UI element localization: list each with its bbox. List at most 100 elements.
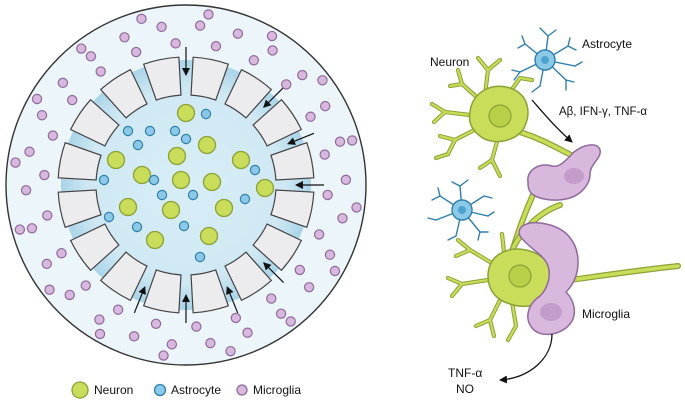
microglia-cell [14, 224, 26, 235]
microglia-cell [76, 43, 87, 54]
upper-microglia-nucleus [564, 168, 584, 184]
culture-dish [5, 4, 367, 366]
microglia-cell [44, 284, 55, 295]
microglia-cell [136, 13, 147, 25]
microglia-cell [322, 189, 333, 201]
astrocyte-label: Astrocyte [582, 37, 632, 51]
microglia-cell [305, 111, 316, 122]
neuron-cell [171, 170, 191, 190]
microglia-cell [57, 77, 69, 89]
chamber-wall-segment [57, 189, 102, 229]
microglia-cell [20, 184, 32, 196]
astrocyte-cell [194, 251, 206, 263]
microglia-cell [66, 94, 78, 106]
diffusion-arrow [263, 262, 285, 284]
cell-illustration: Neuron Astrocyte Aβ, IFN-γ, TNF-α Microg… [427, 27, 681, 396]
microglia-cell [94, 314, 105, 325]
microglia-cell [119, 32, 130, 43]
microglia-cell [39, 169, 50, 181]
astrocyte-cell [178, 220, 190, 232]
microglia-cell [112, 304, 124, 315]
astrocyte-cell [169, 125, 181, 137]
neuron-cell [167, 146, 187, 166]
chamber-wall-segment [142, 56, 182, 101]
neuron-cell [231, 150, 251, 170]
microglia-cell [297, 69, 308, 81]
neuron-cell [145, 230, 165, 250]
microglia-cell [313, 229, 325, 240]
astrocyte-cell [122, 125, 134, 137]
microglia-cell [24, 146, 35, 157]
microglia-cell [334, 136, 346, 147]
microglia-cell [26, 223, 38, 234]
legend-microglia-swatch [236, 384, 248, 396]
microglia-cell [225, 345, 236, 357]
legend: Neuron Astrocyte Microglia [71, 381, 301, 399]
microglia-cell [317, 75, 328, 86]
microglia-cell [266, 293, 277, 304]
chamber-wall-segment [142, 269, 182, 314]
microglia-cell [170, 38, 181, 49]
legend-neuron-label: Neuron [94, 383, 133, 397]
microglia-cell [210, 40, 222, 52]
microglia-cell [194, 20, 206, 31]
microglia-cell [275, 308, 287, 319]
neuron-cell [202, 172, 222, 192]
microglia-cell [64, 289, 75, 301]
astrocyte-cell [103, 211, 115, 223]
astrocyte-cell [187, 189, 199, 201]
chamber-wall-segment [69, 98, 120, 147]
neuron-cells [106, 103, 275, 250]
microglia-cell [242, 327, 253, 338]
microglia-cell [130, 46, 142, 58]
microglia-cell [166, 339, 178, 350]
microglia-cell [191, 321, 202, 332]
chamber-wall-segment [270, 141, 315, 181]
microglia-cell [319, 149, 330, 160]
output-label-tnf: TNF-α [448, 366, 482, 380]
chamber-wall-segment [224, 68, 273, 119]
lower-astrocyte-nucleus [458, 206, 466, 214]
upper-microglia [527, 144, 601, 201]
neuron-cell [161, 200, 181, 220]
microglia-cell [42, 210, 53, 221]
microglia-cell [10, 157, 21, 168]
cytokines-label: Aβ, IFN-γ, TNF-α [559, 106, 647, 118]
chamber-wall-segment [224, 251, 273, 302]
microglia-cell [156, 21, 167, 33]
upper-neuron-dendrites-inner [430, 56, 534, 178]
microglia-cell [80, 280, 91, 291]
microglia-cell [340, 174, 352, 186]
neuron-cell [199, 226, 219, 246]
neuron-cell [214, 198, 234, 218]
astrocyte-cell [144, 125, 156, 137]
microglia-cell [95, 66, 106, 77]
diffusion-arrow [263, 86, 285, 108]
astrocyte-cell [156, 189, 168, 201]
microglia-cell [346, 135, 358, 146]
chamber-wall-segment [270, 189, 315, 229]
microglia-cell [128, 331, 140, 342]
astrocyte-cell [98, 174, 110, 186]
neuron-cell [176, 103, 196, 123]
chamber-walls [57, 56, 315, 314]
chamber-wall-segment [69, 223, 120, 272]
cytokine-arrow [531, 99, 573, 143]
microglia-label: Microglia [582, 307, 630, 321]
chamber-wall-segment [190, 56, 230, 101]
microglia-cell [248, 55, 260, 66]
lower-microglia [518, 222, 579, 336]
microglia-cell [85, 51, 97, 62]
neuron-cell [106, 150, 126, 170]
microglia-cell [281, 79, 292, 90]
neuron-cell [118, 197, 138, 217]
neuron-cell [255, 178, 275, 198]
chamber-wall-segment [57, 141, 102, 181]
diffusion-arrow [226, 286, 239, 314]
chamber-wall-segment [99, 68, 148, 119]
microglia-cell [31, 93, 43, 105]
astrocyte-cell [131, 221, 143, 233]
microglia-cell [205, 337, 216, 349]
upper-astrocyte-nucleus [541, 56, 549, 64]
